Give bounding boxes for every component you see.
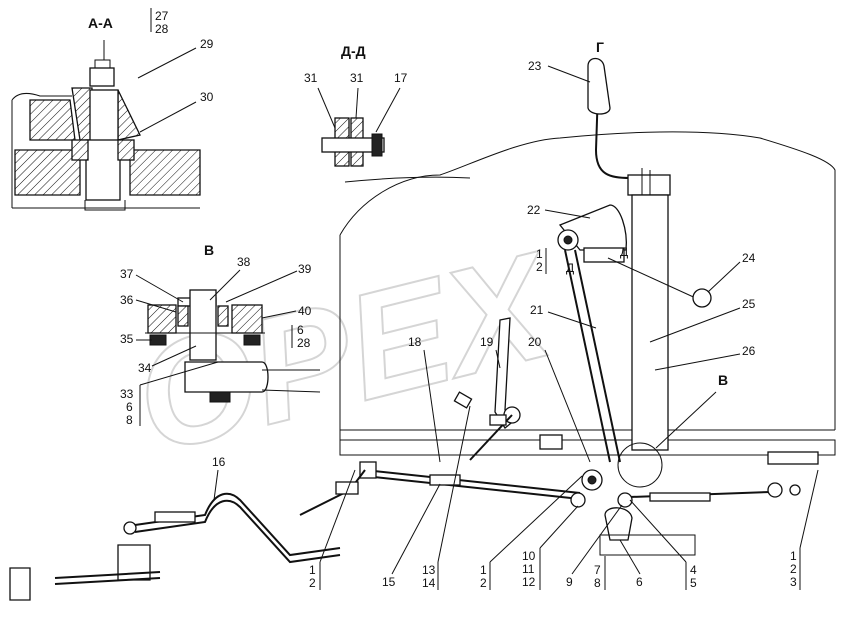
stack-5: 5 <box>690 576 697 590</box>
handle-knob-icon <box>587 57 611 115</box>
pedal-19 <box>453 317 521 461</box>
stack-12: 12 <box>522 575 536 589</box>
section-dd-detail <box>317 87 401 167</box>
callout-36: 36 <box>120 293 134 307</box>
callout-31b: 31 <box>350 71 364 85</box>
lower-linkage <box>359 461 801 556</box>
section-aa-detail <box>11 8 201 211</box>
stack-mid-bottom-2: 2 <box>480 576 487 590</box>
callout-24: 24 <box>742 251 756 265</box>
callout-26: 26 <box>742 344 756 358</box>
stack-11: 11 <box>522 562 535 576</box>
stack-upper-1: 1 <box>536 247 543 261</box>
detail-b-marker: В <box>718 372 728 388</box>
stack-right-bottom-2: 2 <box>790 562 797 576</box>
callout-30: 30 <box>200 90 214 104</box>
callout-20: 20 <box>528 335 542 349</box>
detail-b <box>145 289 321 403</box>
section-aa-ref-sheet: 27 <box>155 9 169 23</box>
callout-34: 34 <box>138 361 152 375</box>
view-mark-d2: Д <box>620 245 628 259</box>
stack-left-bottom-1: 1 <box>309 563 316 577</box>
remote-linkage-16 <box>9 469 366 601</box>
callout-19: 19 <box>480 335 494 349</box>
stack-4: 4 <box>690 563 697 577</box>
stack-14: 14 <box>422 576 436 590</box>
callout-31a: 31 <box>304 71 318 85</box>
section-aa-ref-pos: 28 <box>155 22 169 36</box>
callout-23: 23 <box>528 59 542 73</box>
main-lever <box>587 57 671 451</box>
callout-21: 21 <box>530 303 544 317</box>
stack-7: 7 <box>594 563 601 577</box>
detail-b-title: В <box>204 242 214 258</box>
detail-b-circle <box>617 442 663 488</box>
callout-6: 6 <box>636 575 643 589</box>
stack-right-bottom-1: 1 <box>790 549 797 563</box>
callout-39: 39 <box>298 262 312 276</box>
ball-knob-icon <box>692 288 712 308</box>
stack-mid-bottom-1: 1 <box>480 563 487 577</box>
detail-b-ref-6: 6 <box>297 323 304 337</box>
callout-37: 37 <box>120 267 134 281</box>
main-assembly <box>339 131 836 465</box>
stack-33-b: 6 <box>126 400 133 414</box>
section-aa-title: А-А <box>88 15 113 31</box>
section-dd-title: Д-Д <box>341 43 366 59</box>
callout-40: 40 <box>298 304 312 318</box>
callout-18: 18 <box>408 335 422 349</box>
detail-b-ref-28: 28 <box>297 336 311 350</box>
stack-8: 8 <box>594 576 601 590</box>
stack-13: 13 <box>422 563 436 577</box>
callout-35: 35 <box>120 332 134 346</box>
callout-22: 22 <box>527 203 541 217</box>
callout-15: 15 <box>382 575 396 589</box>
stack-33-a: 33 <box>120 387 134 401</box>
callout-16: 16 <box>212 455 226 469</box>
view-g-title: Г <box>596 39 604 55</box>
view-mark-d1: Д <box>566 261 574 275</box>
stack-10: 10 <box>522 549 536 563</box>
callout-25: 25 <box>742 297 756 311</box>
callout-9: 9 <box>566 575 573 589</box>
callout-38: 38 <box>237 255 251 269</box>
link-assembly-22 <box>557 204 712 463</box>
stack-upper-2: 2 <box>536 260 543 274</box>
callout-17: 17 <box>394 71 408 85</box>
callout-29: 29 <box>200 37 214 51</box>
stack-left-bottom-2: 2 <box>309 576 316 590</box>
stack-33-c: 8 <box>126 413 133 427</box>
stack-right-bottom-3: 3 <box>790 575 797 589</box>
